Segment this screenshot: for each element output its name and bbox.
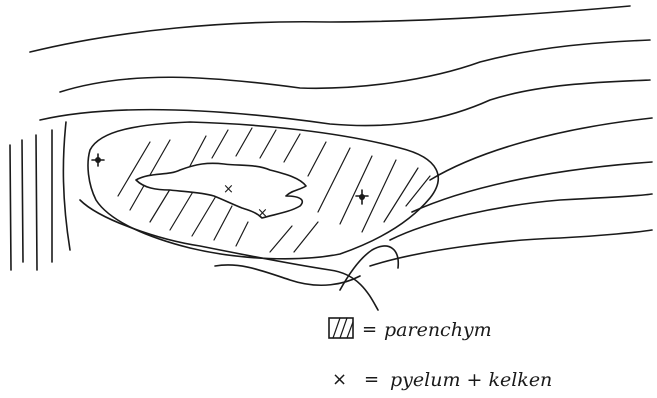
left-vertical-lines <box>10 122 70 270</box>
right-contour-3 <box>390 194 652 240</box>
vertical-line-1 <box>10 145 11 270</box>
bottom-contour <box>215 265 360 285</box>
cross-marker-left <box>92 154 104 166</box>
legend-label-parenchym: parenchym <box>384 319 492 341</box>
legend-equals-1: = <box>362 319 377 340</box>
legend-cross-symbol: × <box>332 369 347 390</box>
pelvis-marker-1: × <box>223 182 234 197</box>
legend-label-pyelum: pyelum + kelken <box>390 369 552 391</box>
vertical-line-5 <box>63 122 70 250</box>
legend: = parenchym × = pyelum + kelken <box>329 318 552 391</box>
vertical-line-3 <box>36 135 37 270</box>
top-contour-2 <box>60 40 650 92</box>
legend-hatched-box <box>329 318 353 338</box>
vertical-line-2 <box>22 140 23 262</box>
pelvis-marker-2: × <box>257 206 268 221</box>
right-contour-1 <box>430 118 652 180</box>
cross-marker-right <box>356 190 368 204</box>
pyelum-outline <box>136 163 306 218</box>
right-contour-4 <box>370 230 652 266</box>
lower-right-contour <box>340 246 398 290</box>
legend-equals-2: = <box>364 369 379 390</box>
top-contour-1 <box>30 6 630 52</box>
